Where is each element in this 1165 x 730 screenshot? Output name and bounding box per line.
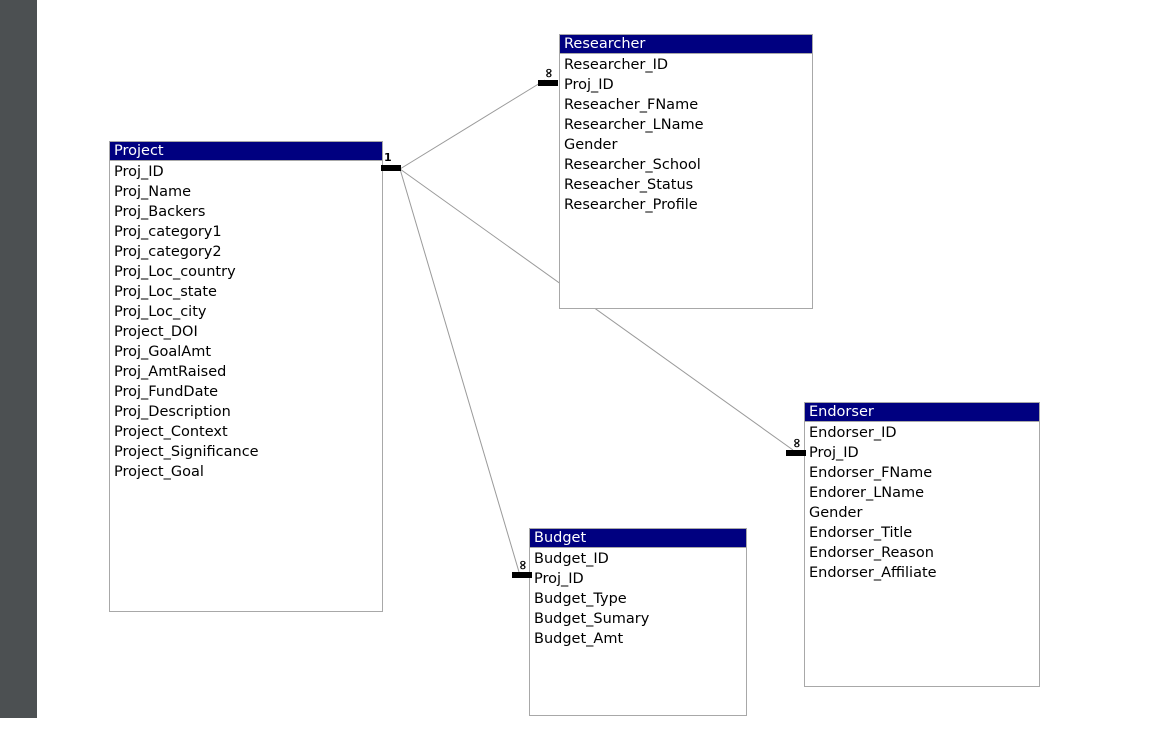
field-row: Proj_category1 [114,224,222,240]
cardinality-many-budget: ∞ [512,560,534,584]
field-row: Project_Context [114,424,228,440]
infinity-icon: ∞ [515,559,530,571]
table-endorser[interactable]: Endorser Endorser_ID Proj_ID Endorser_FN… [804,402,1040,687]
field-row: Researcher_Profile [564,197,698,213]
field-row: Endorser_FName [809,465,933,481]
field-row: Budget_Type [534,591,627,607]
table-researcher[interactable]: Researcher Researcher_ID Proj_ID Reseach… [559,34,813,309]
field-row: Proj_AmtRaised [114,364,227,380]
table-endorser-fields: Endorser_ID Proj_ID Endorser_FName Endor… [805,422,1039,583]
field-row: Proj_Description [114,404,231,420]
table-researcher-fields: Researcher_ID Proj_ID Reseacher_FName Re… [560,54,812,215]
field-row: Budget_ID [534,551,609,567]
cardinality-bar [512,572,532,578]
link-line-project-budget [399,168,520,573]
cardinality-many-researcher: ∞ [538,68,560,92]
field-row: Researcher_ID [564,57,669,73]
field-row: Proj_GoalAmt [114,344,212,360]
field-row: Endorser_Reason [809,545,934,561]
field-row: Endorser_Title [809,525,913,541]
table-project-fields: Proj_ID Proj_Name Proj_Backers Proj_cate… [110,161,382,482]
field-row: Proj_Loc_city [114,304,207,320]
field-row: Researcher_School [564,157,701,173]
cardinality-one-label: 1 [384,151,392,164]
field-row: Gender [564,137,618,153]
table-budget[interactable]: Budget Budget_ID Proj_ID Budget_Type Bud… [529,528,747,716]
table-project[interactable]: Project Proj_ID Proj_Name Proj_Backers P… [109,141,383,612]
cardinality-bar [786,450,806,456]
field-row: Proj_Loc_country [114,264,236,280]
infinity-icon: ∞ [541,67,556,79]
field-row: Proj_ID [534,571,584,587]
field-row: Reseacher_FName [564,97,699,113]
field-row: Project_DOI [114,324,198,340]
field-row: Endorer_LName [809,485,925,501]
field-row: Budget_Sumary [534,611,650,627]
field-row: Gender [809,505,863,521]
field-row: Project_Significance [114,444,259,460]
cardinality-bar [538,80,558,86]
field-row: Reseacher_Status [564,177,694,193]
table-budget-title: Budget [530,529,746,548]
field-row: Proj_ID [114,164,164,180]
field-row: Proj_Backers [114,204,206,220]
cardinality-many-endorser: ∞ [786,438,808,462]
table-endorser-title: Endorser [805,403,1039,422]
field-row: Proj_category2 [114,244,222,260]
field-row: Researcher_LName [564,117,704,133]
table-researcher-title: Researcher [560,35,812,54]
field-row: Endorser_ID [809,425,897,441]
field-row: Proj_Loc_state [114,284,217,300]
cardinality-one-project: 1 [381,152,405,174]
field-row: Proj_ID [564,77,614,93]
table-budget-fields: Budget_ID Proj_ID Budget_Type Budget_Sum… [530,548,746,649]
field-row: Proj_FundDate [114,384,219,400]
cardinality-bar [381,165,401,171]
field-row: Proj_ID [809,445,859,461]
field-row: Budget_Amt [534,631,624,647]
left-sidebar-strip [0,0,37,718]
field-row: Endorser_Affiliate [809,565,937,581]
field-row: Proj_Name [114,184,192,200]
table-project-title: Project [110,142,382,161]
infinity-icon: ∞ [789,437,804,449]
field-row: Project_Goal [114,464,204,480]
link-line-project-researcher [399,79,546,170]
